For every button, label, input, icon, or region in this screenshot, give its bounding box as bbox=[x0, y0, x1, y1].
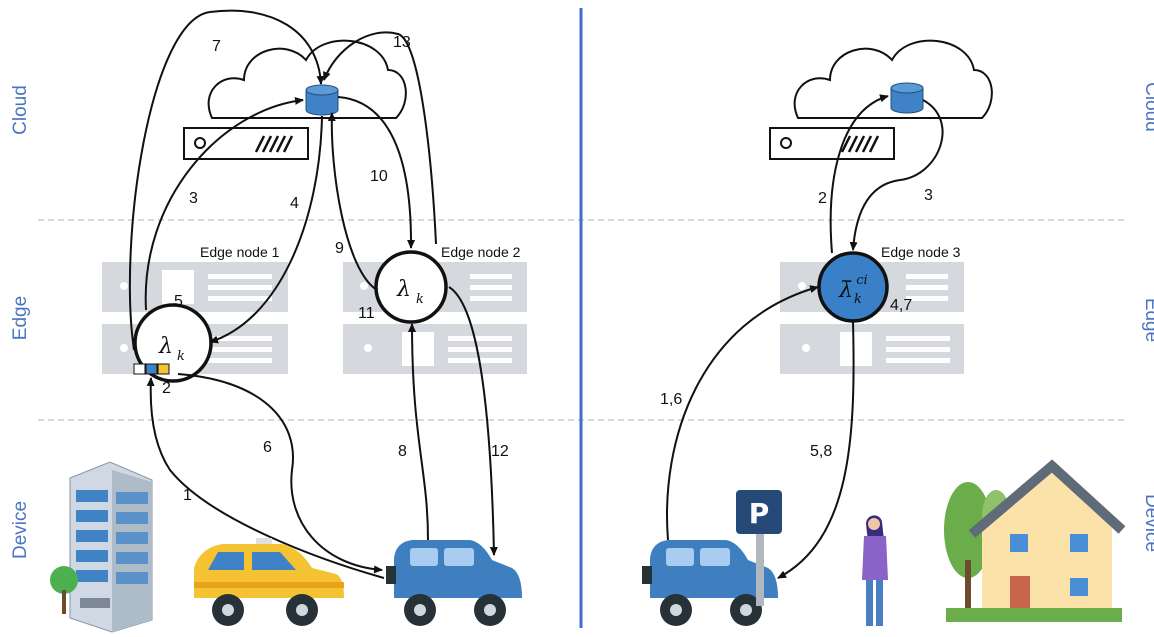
edge-layer-label-left: Edge bbox=[10, 296, 31, 340]
step-label-12: 12 bbox=[491, 443, 509, 460]
office-building-icon bbox=[50, 461, 153, 633]
parking-sign-icon: P bbox=[736, 490, 782, 606]
car-icon bbox=[642, 540, 778, 626]
step-label-5-8-right: 5,8 bbox=[810, 443, 832, 460]
arrow-12 bbox=[448, 286, 498, 556]
step-label-8: 8 bbox=[398, 443, 407, 460]
step-label-6: 6 bbox=[263, 439, 272, 456]
house-icon bbox=[944, 459, 1126, 622]
arrow-2-right bbox=[829, 94, 889, 254]
car-icon bbox=[386, 540, 522, 626]
step-label-4-7-right: 4,7 bbox=[890, 297, 912, 314]
model-lambda-subscript: k bbox=[416, 292, 424, 307]
aggregated-lambda-subscript: k bbox=[854, 292, 862, 307]
arrow-10 bbox=[337, 96, 416, 249]
edge-node-3-label: Edge node 3 bbox=[881, 244, 961, 260]
aggregated-lambda-symbol: λ̄ bbox=[838, 278, 853, 303]
model-lambda-symbol: λ bbox=[396, 277, 411, 302]
step-label-10: 10 bbox=[370, 168, 388, 185]
arrow-7 bbox=[128, 9, 325, 351]
arrow-3 bbox=[144, 96, 304, 311]
step-label-11: 11 bbox=[358, 305, 375, 322]
taxi-icon bbox=[194, 538, 344, 626]
step-label-1-6-right: 1,6 bbox=[660, 391, 682, 408]
cloud-layer-label-left: Cloud bbox=[10, 85, 31, 135]
edge-node-2-label: Edge node 2 bbox=[441, 244, 521, 260]
step-label-7: 7 bbox=[212, 38, 221, 55]
arrow-4 bbox=[209, 115, 323, 344]
step-label-5: 5 bbox=[174, 293, 183, 310]
model-lambda-symbol: λ bbox=[158, 334, 173, 359]
cloud-icon bbox=[207, 39, 407, 119]
arrow-8 bbox=[408, 323, 429, 541]
step-label-2-right: 2 bbox=[818, 190, 827, 207]
person-icon bbox=[862, 515, 888, 626]
step-label-3-right: 3 bbox=[924, 187, 933, 204]
edge-layer-label-right: Edge bbox=[1141, 298, 1154, 342]
database-icon bbox=[305, 84, 339, 116]
device-layer-label-right: Device bbox=[1141, 494, 1154, 552]
edge-node-1-rack bbox=[102, 262, 288, 374]
database-icon bbox=[890, 82, 924, 114]
device-layer-label-left: Device bbox=[10, 501, 31, 559]
cloud-icon bbox=[793, 39, 993, 119]
cloud-layer-label-right: Cloud bbox=[1141, 82, 1154, 132]
arrow-1-6-right bbox=[666, 285, 819, 541]
step-label-4: 4 bbox=[290, 195, 299, 212]
edge-node-3-aggregated-model: λ̄ k ci bbox=[817, 251, 889, 323]
server-icon bbox=[183, 127, 309, 160]
step-label-13: 13 bbox=[393, 34, 411, 51]
edge-node-1-model: λ k bbox=[133, 303, 213, 383]
step-label-1: 1 bbox=[183, 487, 192, 504]
arrow-6 bbox=[177, 373, 383, 574]
step-label-3: 3 bbox=[189, 190, 198, 207]
arrow-3-right bbox=[849, 99, 944, 251]
arrow-13 bbox=[323, 31, 437, 245]
local-data-buffer bbox=[133, 363, 170, 375]
arrow-5-8-right bbox=[777, 321, 855, 579]
arrow-9 bbox=[327, 112, 378, 291]
server-icon bbox=[769, 127, 895, 160]
model-lambda-subscript: k bbox=[177, 349, 185, 364]
edge-node-1-label: Edge node 1 bbox=[200, 244, 280, 260]
aggregated-lambda-superscript: ci bbox=[856, 273, 867, 288]
edge-node-2-model: λ k bbox=[374, 250, 448, 324]
step-label-9: 9 bbox=[335, 240, 344, 257]
parking-sign-letter: P bbox=[749, 497, 770, 530]
step-label-2: 2 bbox=[162, 380, 171, 397]
arrow-1 bbox=[146, 377, 385, 579]
